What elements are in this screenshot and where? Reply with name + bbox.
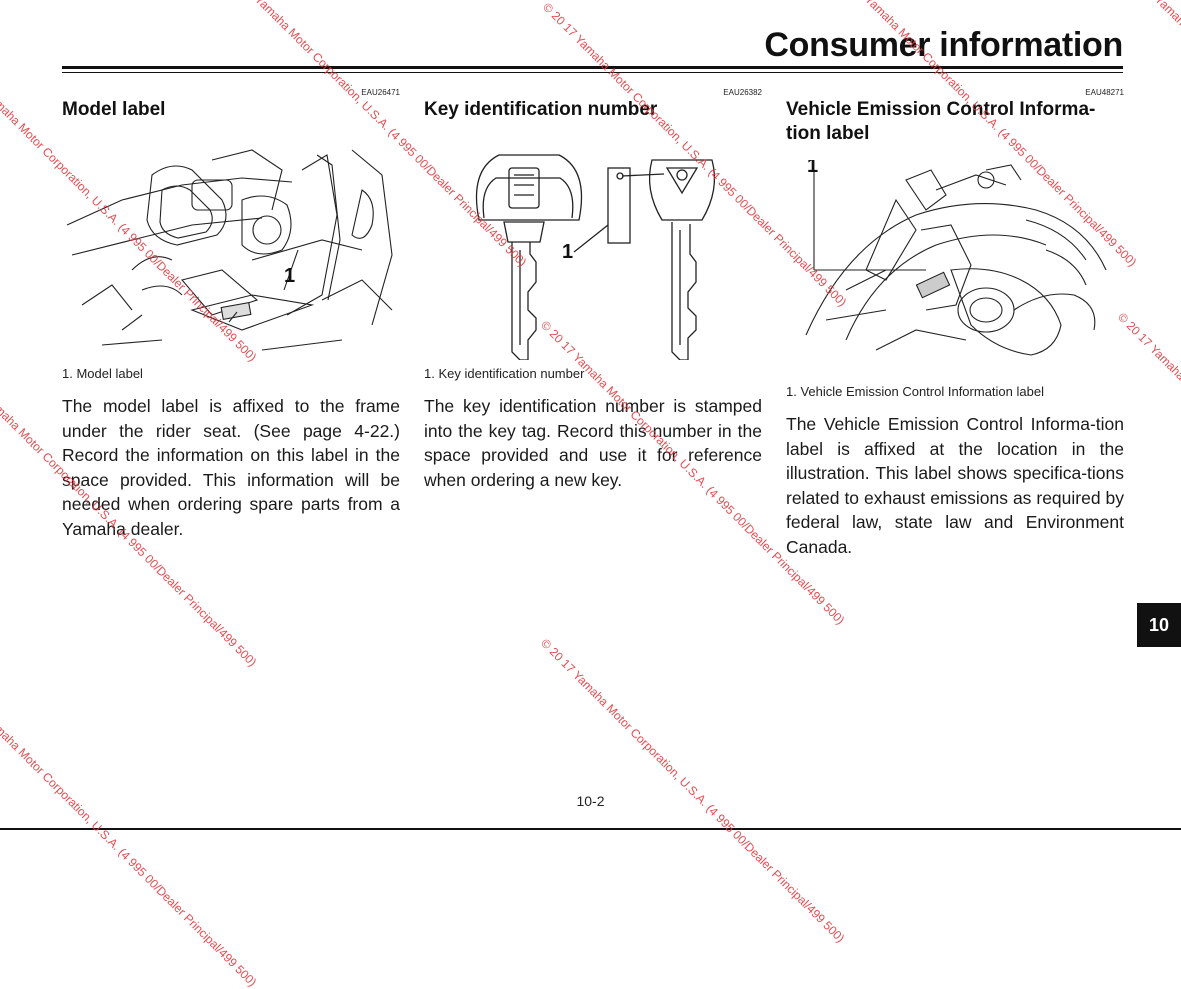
section-key-identification: EAU26382 Key identification number — [424, 88, 762, 492]
section-body: The key identification number is stamped… — [424, 396, 762, 490]
watermark: © 20 17 Yamaha Motor Corporation, U.S.A.… — [1115, 310, 1181, 619]
section-emission-label: EAU48271 Vehicle Emission Control Inform… — [786, 88, 1124, 559]
section-title: Vehicle Emission Control Informa-tion la… — [786, 99, 1096, 144]
watermark: © 20 17 Yamaha Motor Corporation, U.S.A.… — [538, 636, 848, 946]
header-rule — [62, 66, 1123, 69]
section-body: The Vehicle Emission Control Informa-tio… — [786, 414, 1124, 557]
page-header-title: Consumer information — [764, 26, 1123, 64]
section-code: EAU26471 — [361, 88, 400, 97]
section-title: Key identification number — [424, 99, 658, 120]
watermark: © 20 17 Yamaha Motor Corporation, U.S.A.… — [0, 680, 260, 989]
page-number: 10-2 — [576, 793, 605, 809]
key-illustration: 1 — [424, 130, 762, 360]
header-rule-thin — [62, 72, 1123, 73]
callout-number: 1 — [807, 160, 818, 177]
callout-number: 1 — [562, 241, 573, 263]
figure-caption: 1. Key identification number — [424, 366, 585, 381]
watermark: © 20 17 Yamaha Motor Corporation, U.S.A.… — [1120, 0, 1181, 269]
figure-caption: 1. Vehicle Emission Control Information … — [786, 384, 1044, 399]
model-label-illustration: 1 — [62, 130, 400, 360]
callout-number: 1 — [284, 265, 295, 287]
section-code: EAU48271 — [1085, 88, 1124, 97]
section-code: EAU26382 — [723, 88, 762, 97]
section-title: Model label — [62, 99, 166, 120]
figure-caption: 1. Model label — [62, 366, 143, 381]
emission-label-illustration: 1 — [786, 160, 1124, 378]
footer-rule — [0, 828, 1181, 830]
section-model-label: EAU26471 Model label 1 — [62, 88, 400, 541]
section-body: The model label is affixed to the frame … — [62, 396, 400, 539]
chapter-tab: 10 — [1137, 603, 1181, 647]
